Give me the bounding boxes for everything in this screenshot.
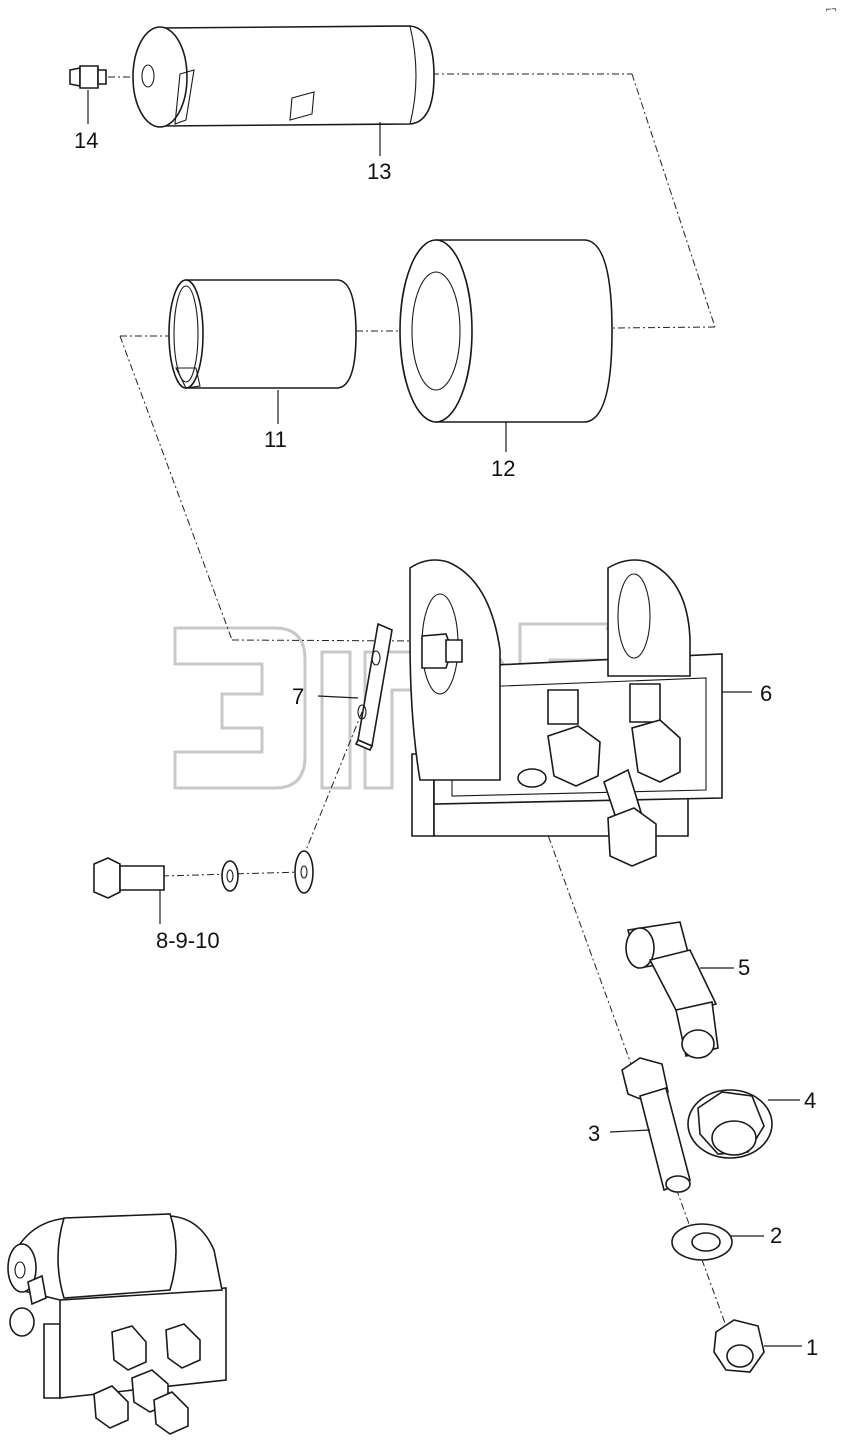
callout-14: 14 [74,128,98,153]
callout-13: 13 [367,159,391,184]
part-13-pin [132,25,435,128]
callout-11: 11 [264,427,287,452]
callout-labels: 14 13 11 12 7 6 8-9-10 5 4 3 2 1 [74,128,818,1360]
corner-mark: ⌐¬ [826,4,837,14]
callout-2: 2 [770,1223,782,1248]
bracket-small-bolt [421,633,463,669]
part-12-roller [399,239,613,423]
part-3-bolt [621,1057,691,1193]
callout-7: 7 [292,684,304,709]
callout-12: 12 [491,456,515,481]
parts-8-9-10-bolt-washers [93,850,314,899]
part-7-plate [354,622,393,752]
leader-lines [87,90,802,1347]
callout-6: 6 [760,681,772,706]
part-11-bushing [168,279,357,389]
part-2-lock-washer [671,1223,733,1261]
part-1-nut [713,1319,765,1373]
assembled-view-thumbnail [7,1213,227,1435]
part-14-grease-nipple [69,65,107,89]
callout-1: 1 [806,1335,818,1360]
callout-4: 4 [804,1088,816,1113]
callout-3: 3 [588,1121,600,1146]
part-5-stepped-pin [625,921,719,1059]
part-4-flange-nut [687,1089,773,1159]
callout-8-9-10: 8-9-10 [156,928,220,953]
part-6-bracket [409,559,723,867]
callout-5: 5 [738,955,750,980]
